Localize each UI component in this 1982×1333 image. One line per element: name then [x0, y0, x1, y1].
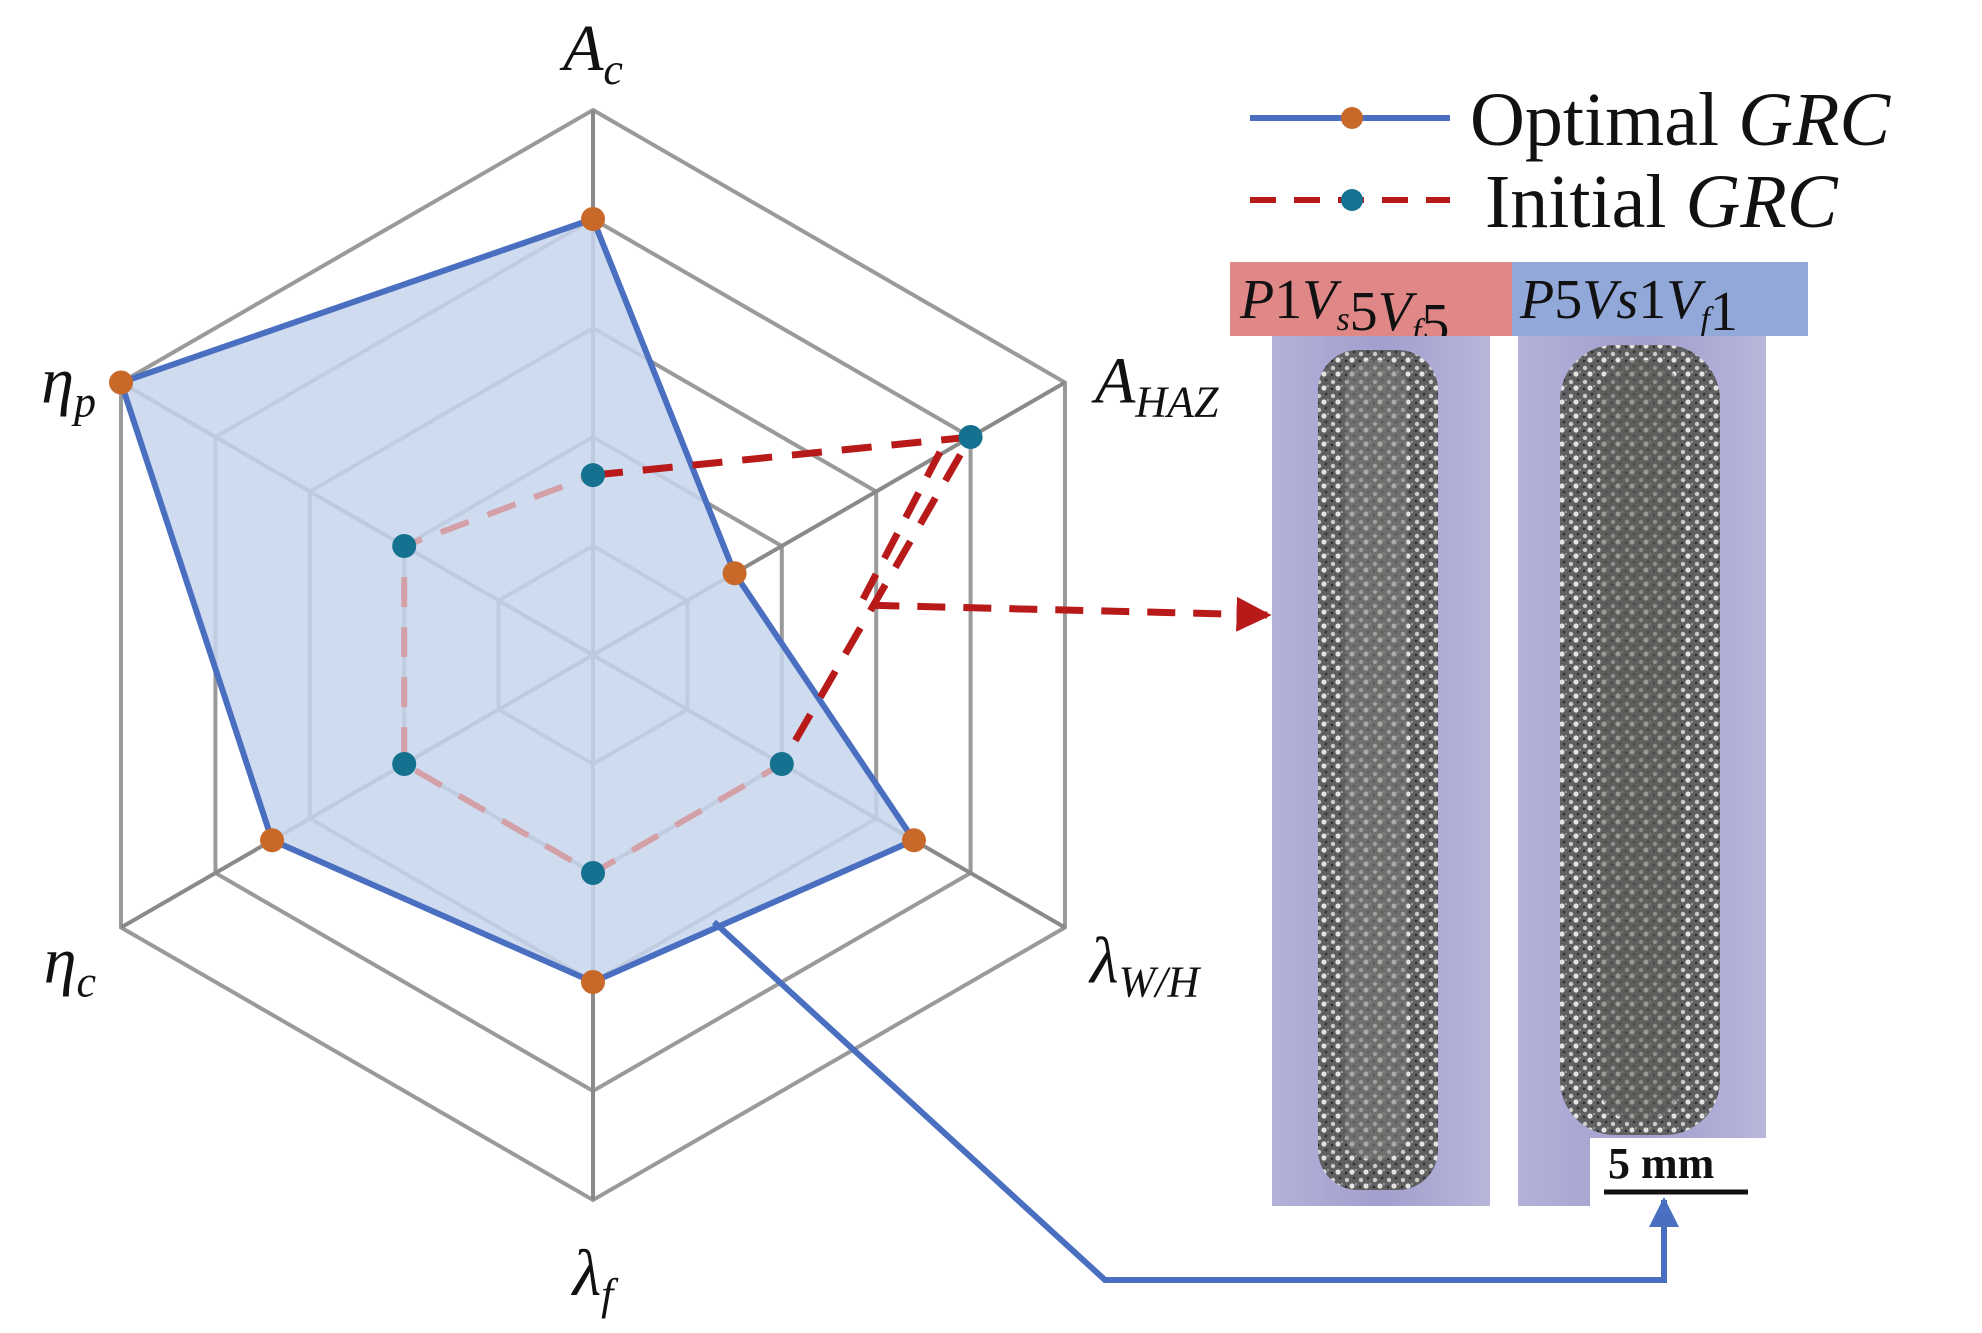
scale-bar-text: 5 mm: [1608, 1139, 1714, 1188]
axis-label-1: AHAZ: [1091, 345, 1219, 427]
initial-point-3: [581, 861, 605, 885]
optimal-area: [121, 219, 914, 982]
initial-point-2: [769, 752, 794, 776]
axis-label-2: λW/H: [1088, 925, 1201, 1007]
optimal-point-5: [109, 370, 134, 395]
legend-optimal-marker: [1341, 107, 1363, 129]
legend-initial-text: Initial GRC: [1485, 160, 1839, 244]
sample-right-label: P5Vs1Vf1: [1519, 269, 1738, 343]
scale-bar-bg: [1590, 1138, 1766, 1206]
sample-right-label-bg: [1512, 262, 1808, 336]
initial-point-4: [392, 752, 417, 776]
legend-optimal-text: Optimal GRC: [1470, 78, 1891, 162]
axis-label-4: ηc: [44, 925, 97, 1007]
axis-label-5: ηp: [41, 345, 96, 427]
axis-label-0: Ac: [559, 12, 623, 94]
sample-left-track-core: [1345, 360, 1407, 1160]
axis-label-3: λf: [571, 1237, 620, 1319]
sample-right-track-core: [1600, 360, 1680, 1120]
sample-right: P5Vs1Vf1 5 mm: [1512, 262, 1808, 1206]
sample-left-label-bg: [1230, 262, 1512, 336]
optimal-point-1: [722, 561, 747, 586]
optimal-point-0: [581, 207, 605, 231]
initial-point-1: [958, 425, 983, 449]
sample-left: P1Vs5Vf5: [1230, 262, 1512, 1206]
red-connector-arrow: [854, 450, 1272, 632]
optimal-point-2: [901, 828, 926, 853]
initial-point-0: [581, 463, 605, 488]
legend-initial-marker: [1341, 189, 1363, 211]
optimal-fill: [121, 219, 914, 982]
legend: Optimal GRC Initial GRC: [1250, 78, 1891, 244]
series-markers: [109, 207, 983, 994]
blue-connector-arrow: [711, 919, 1679, 1283]
optimal-point-4: [260, 828, 285, 853]
optimal-point-3: [581, 970, 605, 994]
initial-point-5: [392, 534, 417, 558]
sample-left-label: P1Vs5Vf5: [1239, 269, 1449, 355]
